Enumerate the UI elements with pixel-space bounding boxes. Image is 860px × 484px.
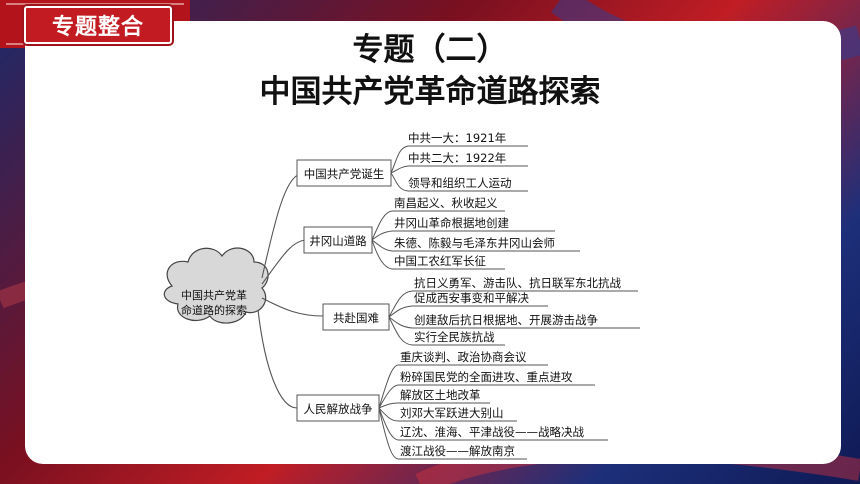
root-label-line1: 中国共产党革 [181, 288, 247, 302]
item: 刘邓大军跃进大别山 [400, 406, 504, 420]
branch-national-crisis: 共赴国难 抗日义勇军、游击队、抗日联军东北抗战 促成西安事变和平解决 创建敌后抗… [322, 276, 640, 346]
page-title-line2: 中国共产党革命道路探索 [259, 74, 601, 110]
branch-label: 中国共产党诞生 [304, 167, 385, 181]
branch-founding: 中国共产党诞生 中共一大：1921年 中共二大：1922年 领导和组织工人运动 [296, 131, 528, 192]
section-tag: 专题整合 [24, 6, 172, 44]
item: 促成西安事变和平解决 [414, 291, 529, 305]
item: 解放区土地改革 [400, 388, 481, 402]
item: 井冈山革命根据地创建 [394, 216, 509, 230]
branch-label: 人民解放战争 [304, 402, 373, 416]
branch-label: 共赴国难 [333, 311, 379, 325]
item: 实行全民族抗战 [414, 330, 495, 344]
root-connectors [257, 173, 324, 409]
item: 粉碎国民党的全面进攻、重点进攻 [400, 370, 573, 384]
item: 中共二大：1922年 [408, 151, 506, 165]
branch-label: 井冈山道路 [309, 234, 367, 248]
item: 渡江战役——解放南京 [400, 444, 515, 458]
root-label-line2: 命道路的探索 [181, 303, 247, 317]
content-card [25, 21, 841, 464]
item: 中国工农红军长征 [394, 254, 486, 268]
item: 抗日义勇军、游击队、抗日联军东北抗战 [414, 276, 621, 290]
branch-jinggangshan: 井冈山道路 南昌起义、秋收起义 井冈山革命根据地创建 朱德、陈毅与毛泽东井冈山会… [303, 196, 580, 270]
item: 重庆谈判、政治协商会议 [400, 350, 527, 364]
item: 领导和组织工人运动 [408, 176, 512, 190]
root-cloud: 中国共产党革 命道路的探索 [163, 247, 269, 324]
item: 中共一大：1921年 [408, 131, 506, 145]
page-title-line1: 专题（二） [352, 32, 508, 68]
branch-liberation-war: 人民解放战争 重庆谈判、政治协商会议 粉碎国民党的全面进攻、重点进攻 解放区土地… [296, 350, 608, 460]
item: 辽沈、淮海、平津战役——战略决战 [400, 425, 584, 439]
item: 朱德、陈毅与毛泽东井冈山会师 [394, 236, 555, 250]
item: 南昌起义、秋收起义 [394, 196, 498, 210]
item: 创建敌后抗日根据地、开展游击战争 [414, 313, 598, 327]
